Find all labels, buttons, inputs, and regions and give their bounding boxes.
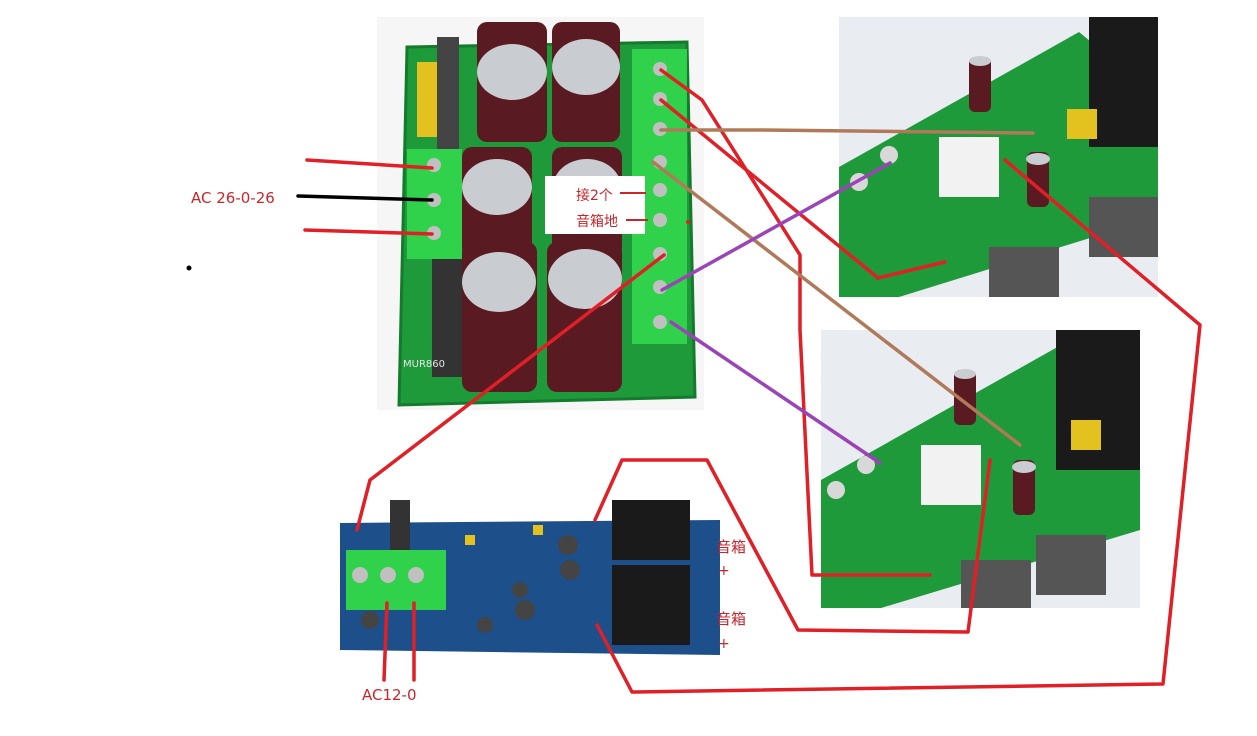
stray-dot xyxy=(186,265,192,271)
pcb-silkscreen-label: MUR860 xyxy=(403,359,445,370)
connect-two-label: 接2个 xyxy=(576,188,613,204)
speaker-bottom-plus: + xyxy=(718,636,730,652)
amplifier-board-bottom-photo xyxy=(821,330,1140,608)
connect-two-arrow xyxy=(620,192,646,194)
speaker-bottom-label: 音箱 xyxy=(716,610,747,628)
center-tap-label-box xyxy=(545,176,645,234)
amplifier-board-top-photo xyxy=(839,17,1158,297)
protection-input-terminal xyxy=(346,550,446,610)
speaker-top-label: 音箱 xyxy=(716,538,747,556)
ac12-label: AC12-0 xyxy=(362,686,417,704)
ac-input-terminal xyxy=(407,149,462,259)
power-supply-board-photo: MUR860 xyxy=(377,17,704,410)
speaker-protection-board-photo xyxy=(340,495,740,667)
speaker-ground-arrow xyxy=(626,219,648,221)
ac-main-label: AC 26-0-26 xyxy=(191,189,275,207)
speaker-ground-label: 音箱地 xyxy=(576,214,618,230)
speaker-top-plus: + xyxy=(718,563,730,579)
